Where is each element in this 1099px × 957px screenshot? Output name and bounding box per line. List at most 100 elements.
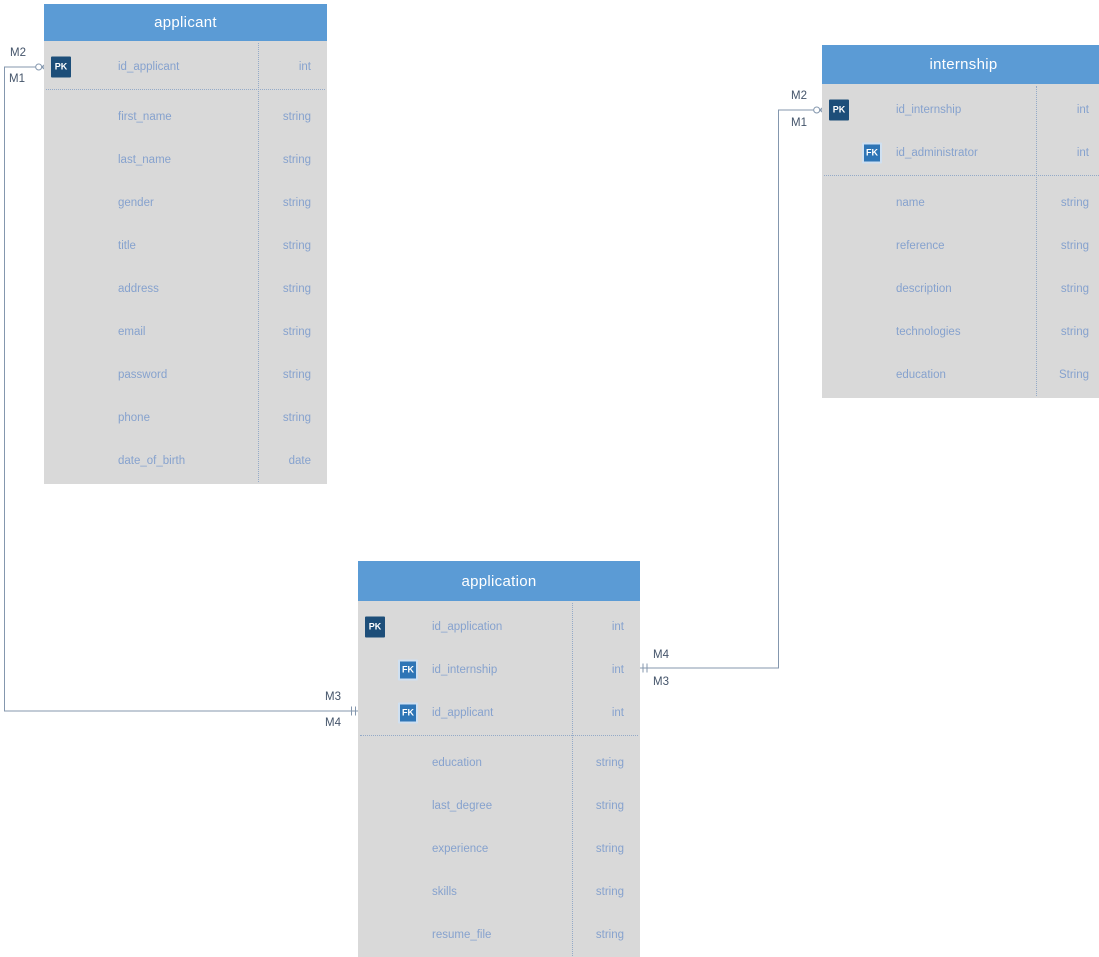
field-name: description [896, 282, 952, 295]
field-name: first_name [118, 110, 172, 123]
relationship-cardinality-label: M4 [325, 717, 341, 729]
relationship-cardinality-label: M3 [653, 676, 669, 688]
field-type: string [1060, 196, 1089, 209]
field-row: date_of_birth date [44, 439, 327, 482]
field-type: string [282, 325, 311, 338]
field-row: phone string [44, 396, 327, 439]
relationship-cardinality-label: M1 [791, 117, 807, 129]
field-type: string [1060, 325, 1089, 338]
field-type: string [282, 110, 311, 123]
field-type: int [298, 60, 311, 73]
field-name: reference [896, 239, 945, 252]
fk-badge: FK [398, 659, 418, 680]
fk-badge: FK [862, 142, 882, 163]
field-row: gender string [44, 181, 327, 224]
field-name: id_application [432, 620, 503, 633]
field-row: reference string [822, 224, 1099, 267]
field-name: date_of_birth [118, 454, 186, 467]
field-row: title string [44, 224, 327, 267]
relationship-line[interactable] [640, 109, 814, 669]
pk-badge: PK [365, 616, 385, 637]
field-type: string [1060, 239, 1089, 252]
field-name: technologies [896, 325, 961, 338]
field-name: last_name [118, 153, 172, 166]
field-name: phone [118, 411, 150, 424]
field-name: id_administrator [896, 146, 978, 159]
field-type: string [282, 368, 311, 381]
field-row: email string [44, 310, 327, 353]
field-row: FK id_internship int [358, 648, 640, 691]
field-type: string [595, 799, 624, 812]
field-name: email [118, 325, 146, 338]
field-row: experience string [358, 827, 640, 870]
field-name: skills [432, 885, 457, 898]
field-name: id_applicant [118, 60, 180, 73]
field-type: string [282, 239, 311, 252]
key-section-divider [824, 174, 1099, 176]
field-type: string [282, 282, 311, 295]
relationship-cardinality-label: M3 [325, 691, 341, 703]
field-name: experience [432, 842, 489, 855]
field-name: education [432, 756, 482, 769]
relationship-cardinality-label: M4 [653, 649, 669, 661]
field-type: int [611, 706, 624, 719]
field-row: technologies string [822, 310, 1099, 353]
field-row: PK id_application int [358, 605, 640, 648]
field-type: string [1060, 282, 1089, 295]
field-type: int [611, 663, 624, 676]
field-name: password [118, 368, 168, 381]
field-row: PK id_applicant int [44, 45, 327, 88]
field-name: id_internship [432, 663, 498, 676]
field-row: education String [822, 353, 1099, 396]
field-type: int [1076, 103, 1089, 116]
relationship-cardinality-label: M2 [791, 90, 807, 102]
key-section-divider [360, 734, 638, 736]
field-row: description string [822, 267, 1099, 310]
entity-title: application [358, 561, 640, 601]
field-type: string [282, 153, 311, 166]
zero-or-many-circle-icon [35, 63, 43, 71]
field-row: last_degree string [358, 784, 640, 827]
relationship-line[interactable] [4, 66, 359, 712]
relationship-internship-application[interactable] [640, 104, 827, 673]
field-row: last_name string [44, 138, 327, 181]
column-divider [1036, 86, 1037, 396]
fk-badge: FK [398, 702, 418, 723]
field-name: address [118, 282, 159, 295]
field-type: string [595, 842, 624, 855]
field-type: int [611, 620, 624, 633]
field-type: string [282, 196, 311, 209]
entity-title: internship [822, 45, 1099, 84]
field-name: last_degree [432, 799, 493, 812]
field-type: string [595, 928, 624, 941]
pk-badge: PK [51, 56, 71, 77]
entity-title: applicant [44, 4, 327, 41]
relationship-cardinality-label: M2 [10, 47, 26, 59]
field-name: education [896, 368, 946, 381]
column-divider [572, 603, 573, 956]
field-type: String [1058, 368, 1089, 381]
field-name: title [118, 239, 136, 252]
field-type: int [1076, 146, 1089, 159]
field-row: password string [44, 353, 327, 396]
field-type: string [282, 411, 311, 424]
field-row: address string [44, 267, 327, 310]
zero-or-many-circle-icon [813, 106, 821, 114]
field-type: date [288, 454, 311, 467]
field-row: FK id_applicant int [358, 691, 640, 734]
field-name: id_applicant [432, 706, 494, 719]
key-section-divider [46, 88, 325, 90]
field-name: gender [118, 196, 154, 209]
